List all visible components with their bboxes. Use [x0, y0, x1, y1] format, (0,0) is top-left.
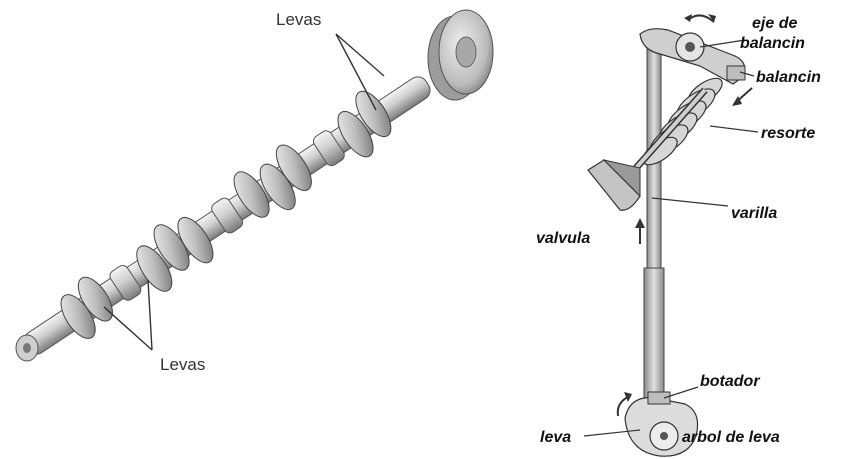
balancin-label: balancin — [756, 69, 821, 86]
rocker-arrow-tail — [684, 14, 692, 22]
shaft-end-hole — [23, 343, 31, 353]
varilla-label: varilla — [731, 205, 777, 222]
levas-top-label: Levas — [276, 10, 321, 29]
valvetrain: eje de balancin balancin resorte varilla… — [536, 14, 821, 456]
camshaft: Levas Levas — [10, 10, 493, 374]
lifter-body — [644, 268, 664, 403]
valvula-label: valvula — [536, 230, 590, 247]
camshaft-section-dot — [660, 432, 668, 440]
arbol-de-leva-label: arbol de leva — [682, 429, 780, 446]
bottom-cam — [625, 392, 698, 456]
cam-arrow-head — [624, 392, 632, 402]
lifter-foot — [648, 392, 670, 404]
eje-de-label: eje de — [752, 15, 797, 32]
resorte-label: resorte — [761, 125, 815, 142]
up-arrow-head — [635, 218, 645, 228]
balancin-line2-label: balancin — [740, 35, 805, 52]
rocker-shaft-dot — [685, 42, 695, 52]
camshaft-shaft — [10, 58, 443, 373]
leva-label: leva — [540, 429, 571, 446]
drive-flange — [428, 10, 493, 100]
botador-label: botador — [700, 373, 760, 390]
levas-bottom-label: Levas — [160, 355, 205, 374]
